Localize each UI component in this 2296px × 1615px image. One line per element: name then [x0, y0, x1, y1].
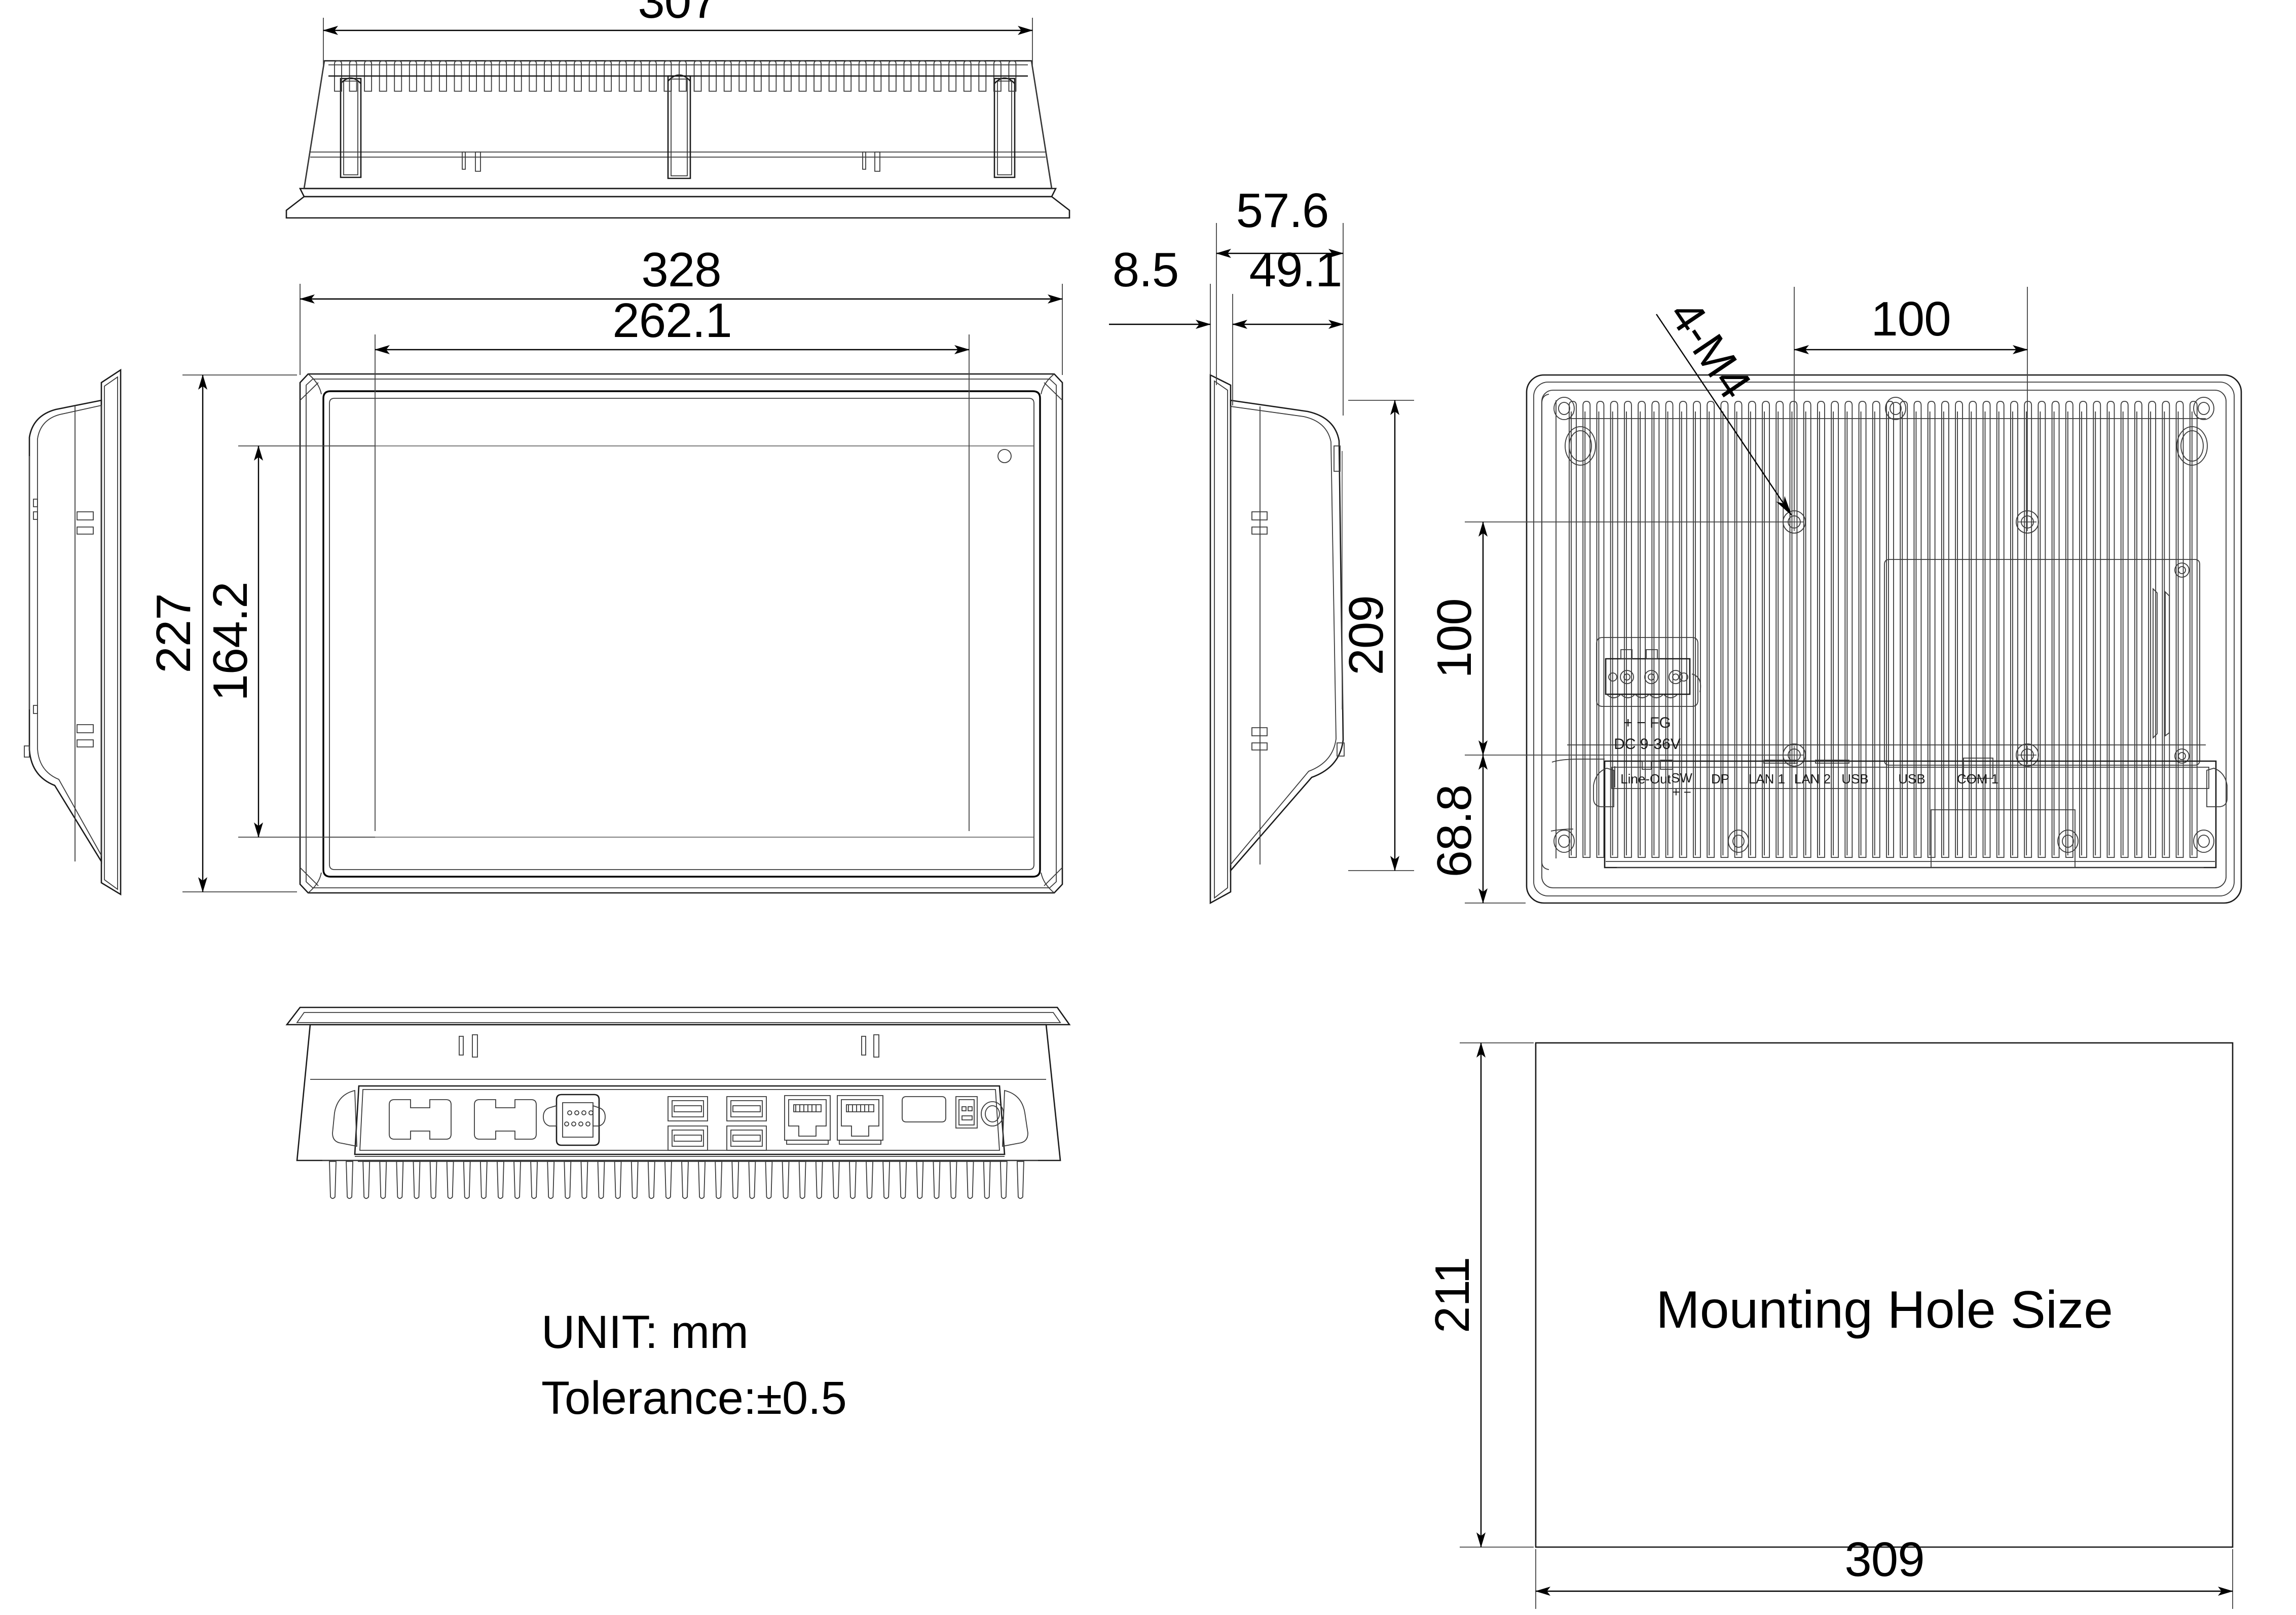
dimension-total-depth: 57.6	[1216, 183, 1344, 416]
dimension-value-309: 309	[1844, 1532, 1924, 1587]
dimension-cutout-height: 211	[1425, 1042, 1534, 1548]
port-blank-rectangle	[902, 1096, 946, 1122]
port-blank-2	[474, 1099, 537, 1140]
port-rj45-1	[784, 1095, 831, 1145]
port-usb-group-b	[726, 1096, 767, 1151]
io-label-usb-1: USB	[1841, 771, 1868, 786]
dimension-value-262-1: 262.1	[612, 293, 731, 348]
front-view	[299, 373, 1063, 894]
note-tolerance: Tolerance:±0.5	[541, 1372, 847, 1424]
io-label-sw: SW	[1671, 770, 1692, 785]
dimension-value-vesa-v-100: 100	[1427, 598, 1482, 678]
dimension-value-211: 211	[1425, 1257, 1479, 1333]
io-label-lan-2: LAN 2	[1794, 771, 1831, 786]
note-unit: UNIT: mm	[541, 1306, 749, 1358]
mounting-hole-view: Mounting Hole Size	[1535, 1042, 2234, 1548]
dimension-value-227: 227	[146, 593, 201, 673]
top-view	[285, 60, 1070, 219]
dimension-side-height: 209	[1339, 400, 1414, 871]
dimension-front-overall-width: 328	[300, 243, 1063, 375]
port-blank-1	[389, 1099, 452, 1140]
dimension-lower-offset: 68.8	[1427, 755, 1526, 904]
port-dp	[543, 1094, 606, 1146]
dimension-value-328: 328	[641, 243, 721, 297]
rear-io-labels: Line-Out SW + − DP LAN 1 LAN 2 USB USB C…	[1620, 770, 1998, 800]
dimension-bezel-depth: 8.5	[1109, 243, 1211, 375]
dimension-body-depth: 49.1	[1232, 243, 1344, 405]
rear-view: + − FG DC 9-36V Line-Out SW + − DP LAN 1…	[1526, 374, 2242, 904]
dimension-front-active-height: 164.2	[203, 445, 375, 838]
dimension-vesa-horizontal: 100	[1794, 287, 2028, 513]
dimension-top-width: 307	[323, 0, 1033, 65]
dimension-value-307: 307	[638, 0, 717, 28]
port-audio-jack	[981, 1101, 1004, 1126]
dimension-value-209: 209	[1339, 595, 1393, 675]
power-rating-label: DC 9-36V	[1614, 736, 1681, 753]
dimension-value-49-1: 49.1	[1249, 243, 1342, 297]
port-two-pin	[955, 1096, 978, 1129]
port-usb-group-a	[668, 1096, 708, 1151]
io-label-com-1: COM 1	[1957, 771, 1998, 786]
port-rj45-2	[837, 1095, 883, 1145]
power-connector: + − FG DC 9-36V	[1596, 637, 1701, 753]
io-label-usb-2: USB	[1898, 771, 1925, 786]
dimension-front-active-width: 262.1	[375, 293, 970, 831]
right-side-view	[1209, 373, 1345, 905]
io-label-lan-1: LAN 1	[1749, 771, 1785, 786]
dimension-vesa-vertical: 100	[1427, 521, 1791, 756]
bottom-io-view	[285, 1006, 1071, 1199]
dimension-value-57-6: 57.6	[1236, 183, 1329, 238]
mounting-hole-size-label: Mounting Hole Size	[1656, 1281, 2113, 1339]
led-indicator-icon	[997, 449, 1012, 463]
power-pin-labels: + − FG	[1623, 715, 1671, 731]
io-label-sw-polarity: + −	[1672, 784, 1691, 800]
dimension-front-overall-height: 227	[146, 374, 297, 892]
left-side-view	[24, 368, 122, 896]
dimension-value-vesa-h-100: 100	[1871, 292, 1950, 346]
rear-corner-bosses	[1553, 397, 2214, 853]
drawing-notes: UNIT: mm Tolerance:±0.5	[541, 1306, 847, 1424]
dimension-value-164-2: 164.2	[203, 582, 257, 701]
io-label-dp: DP	[1711, 771, 1729, 786]
dimension-value-68-8: 68.8	[1427, 785, 1482, 878]
io-label-line-out: Line-Out	[1620, 771, 1671, 786]
dimension-cutout-width: 309	[1535, 1532, 2233, 1609]
dimension-value-8-5: 8.5	[1113, 243, 1178, 297]
